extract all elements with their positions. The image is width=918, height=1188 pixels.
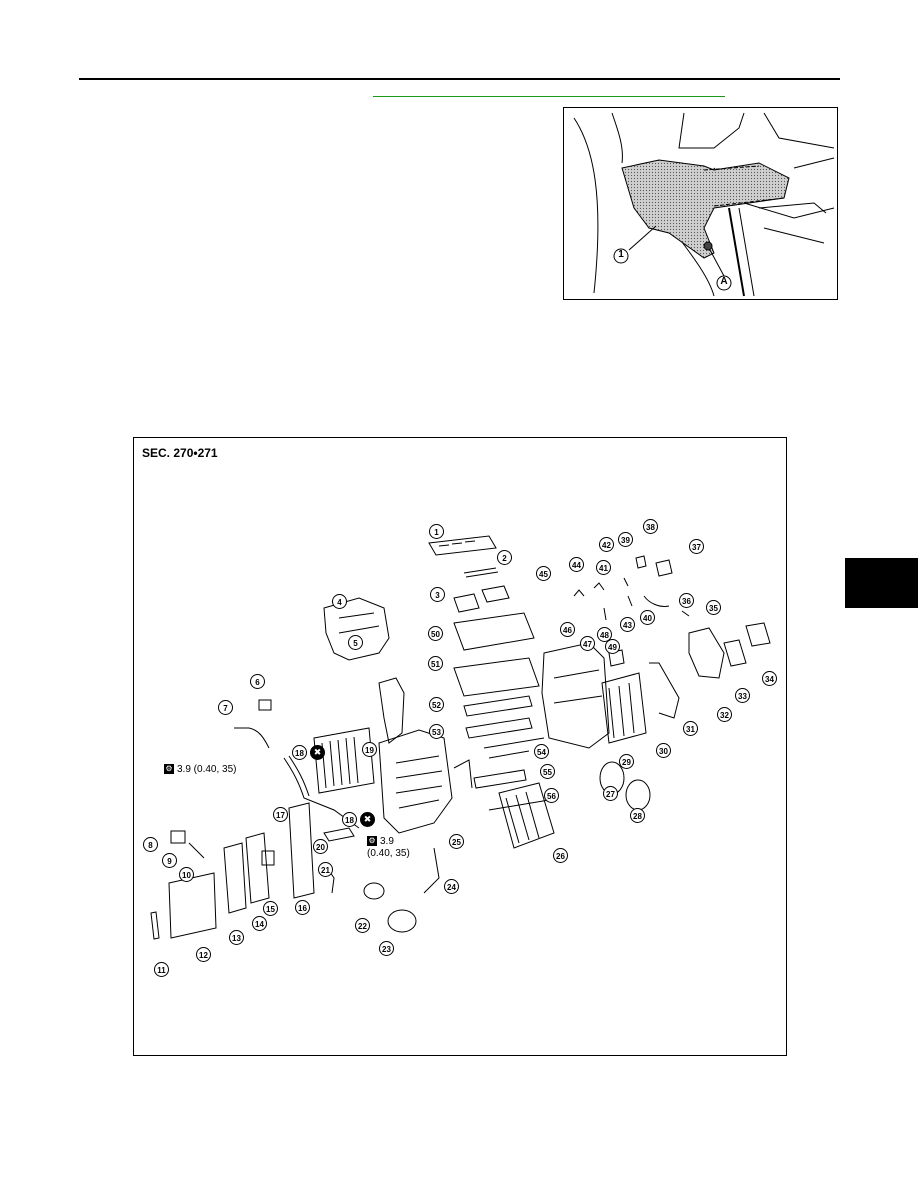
part-callout-21: 21	[318, 862, 333, 877]
part-callout-30: 30	[656, 743, 671, 758]
torque-spec-1-value: 3.9 (0.40, 35)	[177, 764, 237, 775]
section-tab	[845, 558, 918, 608]
part-callout-16: 16	[295, 900, 310, 915]
part-callout-11: 11	[154, 962, 169, 977]
link-underline	[373, 96, 725, 97]
part-callout-47: 47	[580, 636, 595, 651]
part-callout-13: 13	[229, 930, 244, 945]
part-callout-51: 51	[428, 656, 443, 671]
part-callout-33: 33	[735, 688, 750, 703]
torque-spec-2-value: 3.9	[380, 836, 394, 847]
part-callout-12: 12	[196, 947, 211, 962]
part-callout-14: 14	[252, 916, 267, 931]
torque-wrench-icon: ⚙	[367, 836, 377, 847]
part-callout-15: 15	[263, 901, 278, 916]
torque-spec-1: ⚙3.9 (0.40, 35)	[164, 764, 236, 776]
part-callout-19: 19	[362, 742, 377, 757]
part-callout-31: 31	[683, 721, 698, 736]
part-callout-49: 49	[605, 639, 620, 654]
part-callout-10: 10	[179, 867, 194, 882]
part-callout-53: 53	[429, 724, 444, 739]
part-callout-24: 24	[444, 879, 459, 894]
part-callout-45: 45	[536, 566, 551, 581]
part-callout-23: 23	[379, 941, 394, 956]
callout-1	[613, 248, 629, 264]
callout-1-label: 1	[618, 249, 624, 260]
part-callout-46: 46	[560, 622, 575, 637]
part-callout-20: 20	[313, 839, 328, 854]
part-callout-42: 42	[599, 537, 614, 552]
part-callout-18-alt: 18	[342, 812, 357, 827]
part-callout-50: 50	[428, 626, 443, 641]
part-callout-1: 1	[429, 524, 444, 539]
part-callout-32: 32	[717, 707, 732, 722]
part-callout-25: 25	[449, 834, 464, 849]
part-callout-26: 26	[553, 848, 568, 863]
part-callout-2: 2	[497, 550, 512, 565]
part-callout-48: 48	[597, 627, 612, 642]
part-callout-52: 52	[429, 697, 444, 712]
part-callout-3: 3	[430, 587, 445, 602]
part-callout-43: 43	[620, 617, 635, 632]
part-callout-22: 22	[355, 918, 370, 933]
part-callout-29: 29	[619, 754, 634, 769]
part-callout-55: 55	[540, 764, 555, 779]
torque-spec-2-detail: (0.40, 35)	[367, 848, 410, 859]
part-callout-44: 44	[569, 557, 584, 572]
section-label: SEC. 270•271	[142, 446, 218, 460]
part-callout-56: 56	[544, 788, 559, 803]
part-callout-35: 35	[706, 600, 721, 615]
part-callout-41: 41	[596, 560, 611, 575]
part-callout-7: 7	[218, 700, 233, 715]
part-callout-28: 28	[630, 808, 645, 823]
do-not-reuse-icon: ✖	[310, 745, 325, 760]
exploded-view-figure: SEC. 270•271	[133, 437, 787, 1056]
duct-location-illustration	[573, 112, 835, 297]
part-callout-4: 4	[332, 594, 347, 609]
part-callout-39: 39	[618, 532, 633, 547]
part-callout-54: 54	[534, 744, 549, 759]
exploded-view-illustration	[150, 535, 771, 940]
torque-spec-2: ⚙3.9 (0.40, 35)	[367, 836, 410, 860]
duct-location-figure: 1 A	[563, 107, 838, 300]
part-callout-37: 37	[689, 539, 704, 554]
part-callout-38: 38	[643, 519, 658, 534]
part-callout-6: 6	[250, 674, 265, 689]
do-not-reuse-icon: ✖	[360, 812, 375, 827]
header-rule	[79, 78, 840, 80]
part-callout-8: 8	[143, 837, 158, 852]
part-callout-5: 5	[348, 635, 363, 650]
callout-A-label: A	[720, 276, 728, 287]
torque-wrench-icon: ⚙	[164, 764, 174, 775]
part-callout-27: 27	[603, 786, 618, 801]
part-callout-40: 40	[640, 610, 655, 625]
callout-A	[716, 275, 732, 291]
part-callout-9: 9	[162, 853, 177, 868]
part-callout-36: 36	[679, 593, 694, 608]
part-callout-17: 17	[273, 807, 288, 822]
part-callout-18: 18	[292, 745, 307, 760]
part-callout-34: 34	[762, 671, 777, 686]
